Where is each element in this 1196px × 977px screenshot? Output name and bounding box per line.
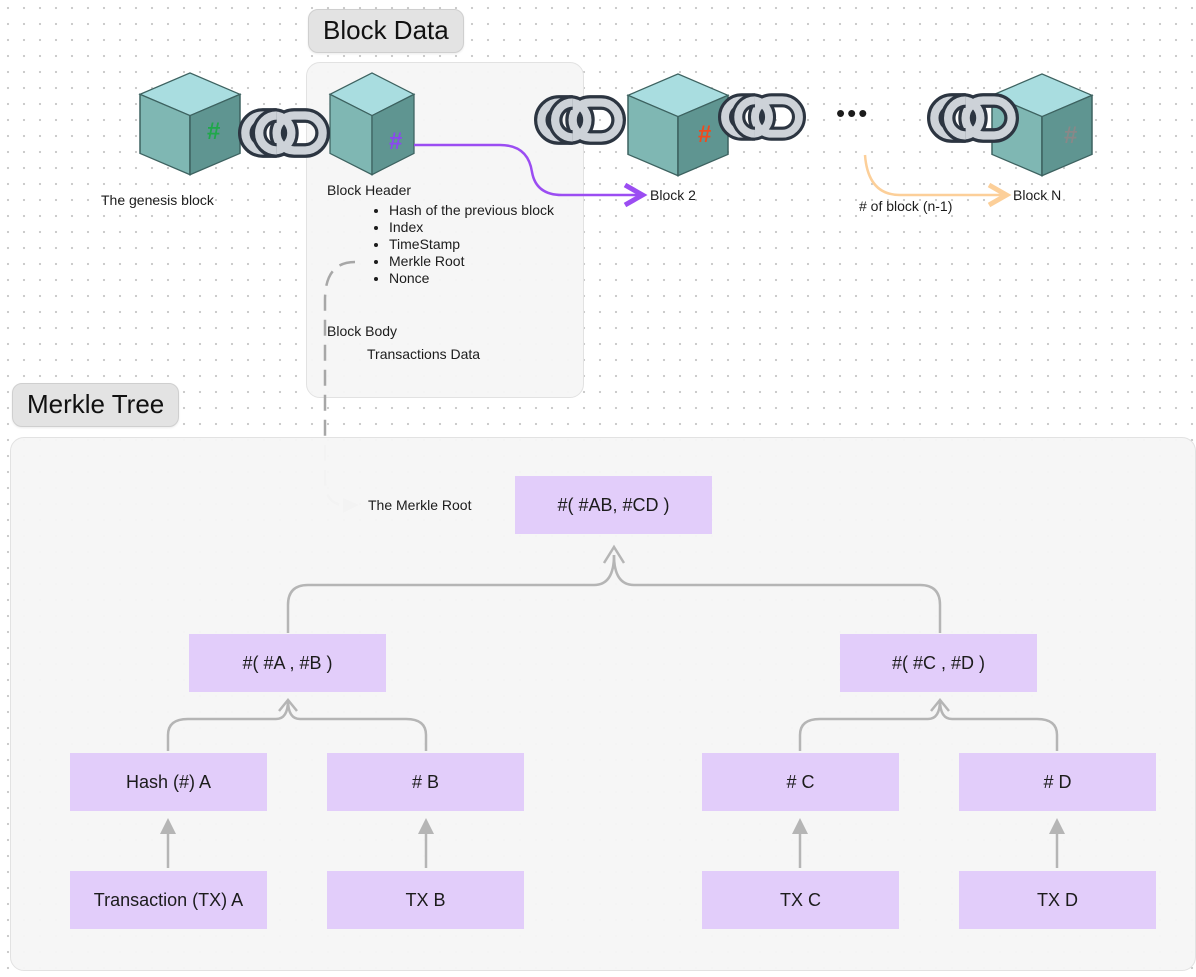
genesis-hash-symbol: #: [207, 118, 221, 145]
header-field: Merkle Root: [389, 253, 554, 270]
chain-link-icon: [934, 101, 1011, 136]
block-n-arrow: [863, 154, 1004, 195]
block-data-label: Block Data: [308, 9, 464, 53]
hash-b-node: # B: [327, 753, 524, 811]
n-minus-1-label: # of block (n-1): [859, 198, 953, 214]
genesis-block-cube: [139, 72, 241, 176]
current-hash-symbol: #: [389, 128, 403, 155]
header-field-list: Hash of the previous block Index TimeSta…: [371, 202, 554, 287]
block-body-label: Block Body: [327, 323, 398, 339]
header-field: Index: [389, 219, 554, 236]
header-field: TimeStamp: [389, 236, 554, 253]
block-2-label: Block 2: [650, 187, 696, 203]
tx-d-node: TX D: [959, 871, 1156, 929]
block-header-label: Block Header: [327, 182, 412, 198]
hash-a-node: Hash (#) A: [70, 753, 267, 811]
block-n-hash-symbol: #: [1064, 122, 1078, 149]
transactions-data-label: Transactions Data: [367, 346, 481, 362]
merkle-tree-label: Merkle Tree: [12, 383, 180, 427]
hash-d-node: # D: [959, 753, 1156, 811]
hash-c-node: # C: [702, 753, 899, 811]
header-field: Nonce: [389, 270, 554, 287]
merkle-root-node: #( #AB, #CD ): [515, 476, 712, 534]
ellipsis: •••: [836, 98, 870, 128]
tx-b-node: TX B: [327, 871, 524, 929]
block-2-cube: [627, 73, 729, 177]
block-2-hash-symbol: #: [698, 121, 712, 148]
block-n-label: Block N: [1013, 187, 1062, 203]
hash-cd-node: #( #C , #D ): [840, 634, 1037, 692]
merkle-root-caption: The Merkle Root: [368, 497, 472, 513]
tx-a-node: Transaction (TX) A: [70, 871, 267, 929]
chain-link-icon: [725, 100, 799, 133]
tx-c-node: TX C: [702, 871, 899, 929]
genesis-block-label: The genesis block: [101, 192, 214, 208]
hash-ab-node: #( #A , #B ): [189, 634, 386, 692]
header-field: Hash of the previous block: [389, 202, 554, 219]
